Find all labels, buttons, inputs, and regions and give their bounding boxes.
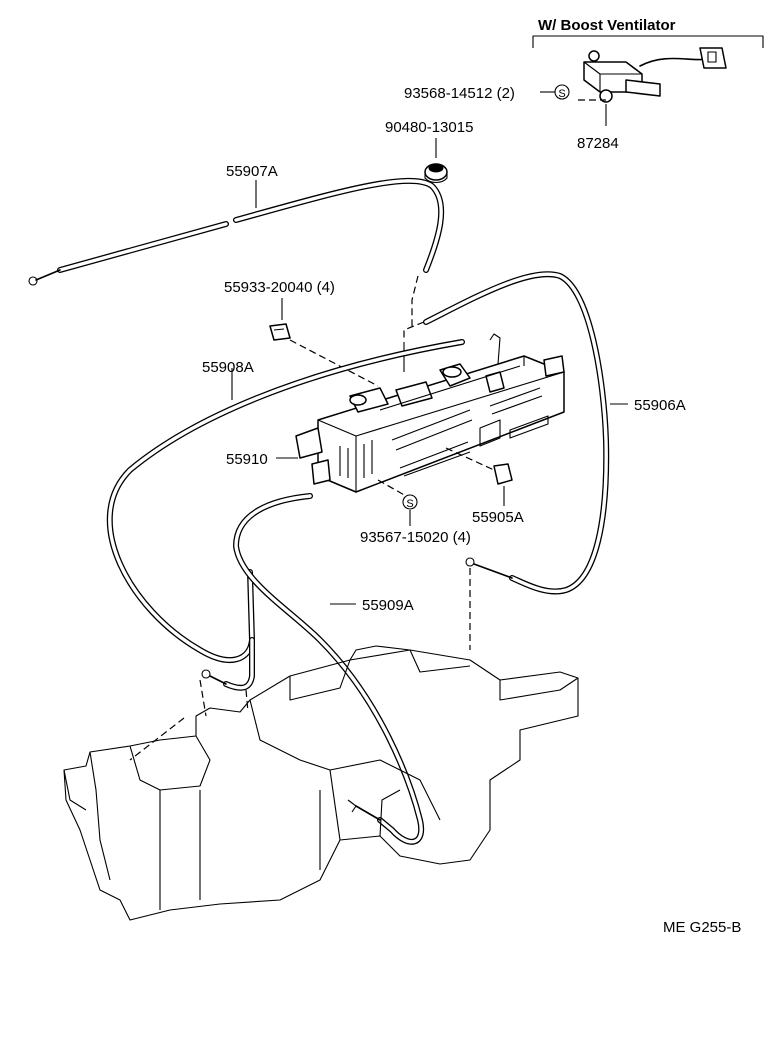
heater-unit-drawing <box>63 645 579 921</box>
cable-55909A <box>233 493 425 845</box>
link-55933 <box>289 339 379 387</box>
label-55908A: 55908A <box>202 359 254 376</box>
cable-55908A <box>106 339 465 663</box>
cable-55907A <box>28 177 445 286</box>
label-55910: 55910 <box>226 451 268 468</box>
screw-mark-93568: S <box>558 88 565 100</box>
clip-55905A-drawing <box>493 463 513 485</box>
label-55909A: 55909A <box>362 597 414 614</box>
boost-ventilator-bracket <box>532 35 764 48</box>
cable-55906A <box>423 271 610 595</box>
link-55905A <box>445 447 495 471</box>
label-93568: 93568-14512 (2) <box>404 85 515 102</box>
screw-symbol-93567 <box>402 494 418 510</box>
vacuum-valve-87284-drawing <box>578 47 727 103</box>
label-55905A: 55905A <box>472 509 524 526</box>
heater-control-assembly <box>295 333 565 493</box>
label-55933: 55933-20040 (4) <box>224 279 335 296</box>
link-55906A-top <box>403 321 425 340</box>
label-90480: 90480-13015 <box>385 119 473 136</box>
diagram-code: ME G255-B <box>663 919 741 936</box>
cable-55908A-end <box>201 637 255 691</box>
clip-90480-drawing <box>424 163 448 184</box>
clamp-55933-drawing <box>269 323 291 341</box>
label-55906A: 55906A <box>634 397 686 414</box>
boost-ventilator-label: W/ Boost Ventilator <box>538 17 676 34</box>
label-87284: 87284 <box>577 135 619 152</box>
link-93567 <box>377 479 407 497</box>
label-93567: 93567-15020 (4) <box>360 529 471 546</box>
link-55907A <box>411 275 419 330</box>
label-55907A: 55907A <box>226 163 278 180</box>
screw-mark-93567: S <box>406 498 413 510</box>
